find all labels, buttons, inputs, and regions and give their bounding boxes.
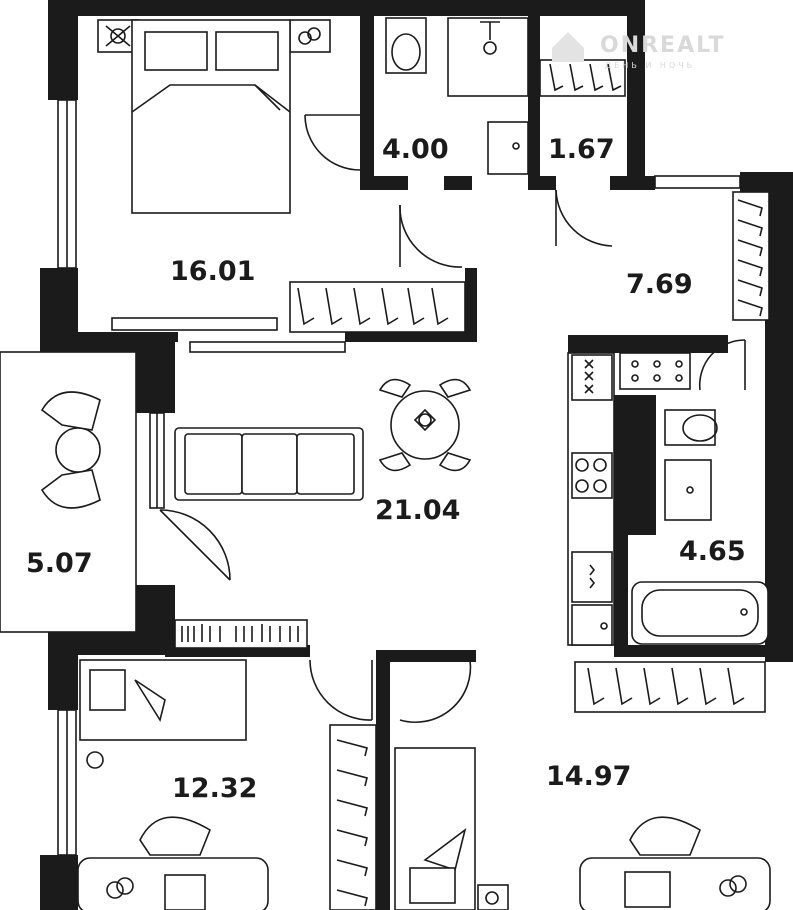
area-balcony: 5.07	[26, 548, 93, 579]
stove-top	[619, 352, 691, 390]
closet-shelf	[539, 59, 626, 97]
watermark-logo: ONREALT ДЕНЬ И НОЧЬ	[552, 32, 726, 70]
wardrobe-bedroom-2	[329, 724, 377, 910]
area-bathroom-2: 4.65	[679, 536, 746, 567]
area-bedroom-3: 14.97	[546, 761, 631, 792]
kitchen-counter	[567, 352, 615, 646]
wardrobe-hallway	[732, 191, 770, 321]
doors	[159, 114, 746, 723]
bathroom-2-fixtures	[631, 409, 769, 645]
bookshelf	[174, 619, 308, 649]
bathroom-1-fixtures	[385, 17, 529, 175]
area-hallway: 7.69	[626, 269, 693, 300]
area-bedroom-2: 12.32	[172, 773, 257, 804]
area-closet: 1.67	[548, 134, 615, 165]
bed-single-2	[77, 659, 269, 910]
desk-bedroom-3	[579, 816, 771, 910]
wardrobe-bedroom-3	[574, 661, 766, 713]
area-living-kitchen: 21.04	[375, 495, 460, 526]
area-labels: 16.01 4.00 1.67 7.69 5.07 21.04 4.65 12.…	[26, 134, 746, 804]
bed-double	[97, 19, 331, 214]
area-bedroom-1: 16.01	[170, 256, 255, 287]
bed-single-3	[394, 747, 509, 910]
balcony-chairs	[40, 391, 101, 509]
watermark-tagline: ДЕНЬ И НОЧЬ	[605, 61, 695, 70]
dining-table	[378, 378, 472, 472]
sofa	[174, 427, 364, 501]
area-bathroom-1: 4.00	[382, 134, 449, 165]
watermark-brand: ONREALT	[600, 33, 726, 58]
wardrobe-bedroom-1	[289, 281, 466, 333]
